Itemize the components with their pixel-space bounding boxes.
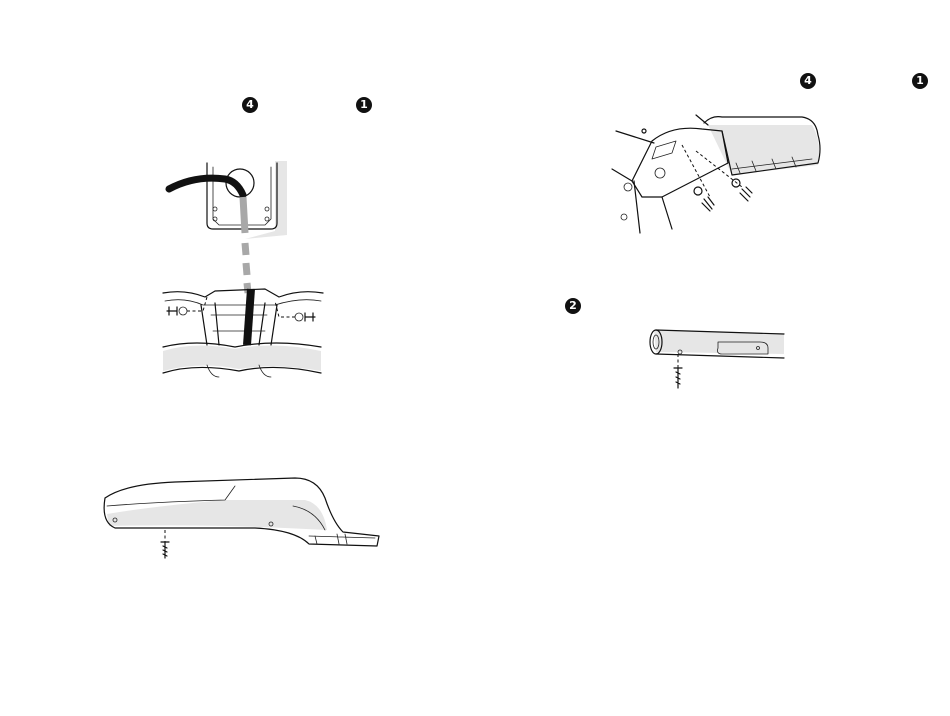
tube-bracket-illustration bbox=[612, 105, 827, 240]
handlebar-cover-illustration bbox=[95, 470, 385, 565]
step-badge-2-right: 2 bbox=[565, 298, 581, 314]
tube-screw-illustration bbox=[648, 324, 788, 394]
step-badge-4-right: 4 bbox=[800, 73, 816, 89]
cable-routing-illustration bbox=[155, 155, 330, 380]
step-badge-1-left: 1 bbox=[356, 97, 372, 113]
step-badge-4-left: 4 bbox=[242, 97, 258, 113]
step-badge-1-right: 1 bbox=[912, 73, 928, 89]
